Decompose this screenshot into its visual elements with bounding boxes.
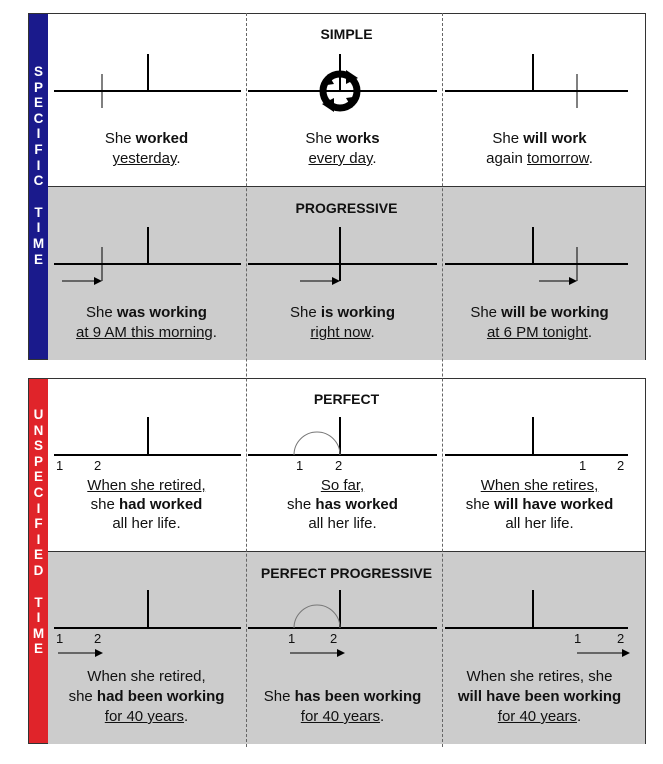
label-2: 2 <box>94 631 102 646</box>
simple-past-caption: She worked yesterday. <box>104 130 189 167</box>
sidebar-letter: D <box>33 562 44 578</box>
sidebar-letter: S <box>33 64 43 79</box>
sidebar-letter: E <box>33 641 43 657</box>
column-divider-left <box>246 13 247 747</box>
sidebar-letter: P <box>33 453 43 469</box>
sidebar-letter: I <box>36 500 41 516</box>
sidebar-letter: E <box>33 469 43 485</box>
perfect-progressive-future-cell: 1 2 When she retires, she will have been… <box>443 552 636 744</box>
perfect-past-cell: 1 2 When she retired, she had worked all… <box>50 379 243 551</box>
perfect-present-caption: So far, she has worked all her life. <box>287 477 398 532</box>
perfect-progressive-present-timeline <box>248 590 437 657</box>
sidebar-letter: M <box>32 235 45 251</box>
label-1: 1 <box>296 458 304 473</box>
progressive-present-caption: She is working right now. <box>289 304 396 341</box>
label-2: 2 <box>335 458 343 473</box>
sidebar-letter: I <box>36 126 41 142</box>
simple-past-timeline <box>54 54 241 108</box>
perfect-present-cell: 1 2 So far, she has worked all her life. <box>246 379 439 551</box>
perfect-progressive-future-caption: When she retires, she will have been wor… <box>457 668 622 725</box>
sidebar-letter: U <box>33 407 44 422</box>
perfect-past-timeline <box>54 417 241 456</box>
column-divider-right <box>442 13 443 747</box>
sidebar-letter: F <box>34 141 43 157</box>
perfect-progressive-past-caption: When she retired, she had been working f… <box>68 668 225 725</box>
progressive-title: PROGRESSIVE <box>295 200 398 216</box>
sidebar-letter: P <box>33 79 43 95</box>
perfect-progressive-row: PERFECT PROGRESSIVE 1 2 When she retired… <box>48 551 645 744</box>
label-2: 2 <box>617 631 625 646</box>
simple-title: SIMPLE <box>320 26 373 42</box>
simple-future-timeline <box>445 54 628 108</box>
perfect-future-caption: When she retires, she will have worked a… <box>465 477 614 532</box>
sidebar-letter: I <box>36 220 41 236</box>
perfect-progressive-future-timeline <box>445 590 630 657</box>
perfect-future-timeline <box>445 417 628 456</box>
label-1: 1 <box>56 631 64 646</box>
progressive-past-cell: She was working at 9 AM this morning. <box>50 187 243 360</box>
perfect-progressive-title: PERFECT PROGRESSIVE <box>260 565 433 581</box>
progressive-future-timeline <box>445 227 628 285</box>
perfect-title: PERFECT <box>313 391 380 407</box>
sidebar-letter: F <box>34 516 43 532</box>
sidebar-letter: E <box>33 95 43 111</box>
perfect-progressive-present-cell: 1 2 She has been working for 40 years. <box>246 552 439 744</box>
sidebar-letter: M <box>32 625 45 641</box>
simple-present-caption: She works every day. <box>305 130 380 167</box>
label-2: 2 <box>617 458 625 473</box>
sidebar-letter: C <box>33 173 44 189</box>
simple-present-cell: She works every day. <box>246 14 439 186</box>
sidebar-letter: N <box>33 422 44 438</box>
label-2: 2 <box>330 631 338 646</box>
perfect-present-timeline <box>248 417 437 456</box>
progressive-present-cell: She is working right now. <box>246 187 439 360</box>
sidebar-letter: I <box>36 610 41 626</box>
perfect-row: PERFECT 1 2 When she retired, she had wo… <box>48 379 645 551</box>
sidebar-letter: I <box>36 157 41 173</box>
perfect-past-caption: When she retired, she had worked all her… <box>87 477 206 532</box>
sidebar-letter: T <box>34 594 43 610</box>
label-2: 2 <box>94 458 102 473</box>
perfect-progressive-past-timeline <box>54 590 241 657</box>
simple-past-cell: She worked yesterday. <box>50 14 243 186</box>
progressive-row: PROGRESSIVE She was working at 9 AM this… <box>48 186 645 360</box>
progressive-future-cell: She will be working at 6 PM tonight. <box>443 187 636 360</box>
sidebar-letter: E <box>33 547 43 563</box>
sidebar-letter: I <box>36 531 41 547</box>
simple-future-caption: She will work again tomorrow. <box>486 130 593 167</box>
sidebar-letter: C <box>33 484 44 500</box>
progressive-present-timeline <box>248 227 437 285</box>
perfect-future-cell: 1 2 When she retires, she will have work… <box>443 379 636 551</box>
progressive-past-caption: She was working at 9 AM this morning. <box>76 304 217 341</box>
sidebar-letter: C <box>33 110 44 126</box>
progressive-past-timeline <box>54 227 241 285</box>
progressive-future-caption: She will be working at 6 PM tonight. <box>470 304 609 341</box>
perfect-progressive-present-caption: She has been working for 40 years. <box>263 688 422 725</box>
perfect-progressive-past-cell: 1 2 When she retired, she had been worki… <box>50 552 243 744</box>
label-1: 1 <box>574 631 582 646</box>
sidebar-letter: E <box>33 251 43 267</box>
sidebar-letter: T <box>34 204 43 220</box>
sidebar-letter: S <box>33 438 43 454</box>
simple-present-timeline <box>248 54 437 112</box>
label-1: 1 <box>288 631 296 646</box>
simple-row: SIMPLE She worked yesterday. <box>48 14 645 186</box>
simple-future-cell: She will work again tomorrow. <box>443 14 636 186</box>
label-1: 1 <box>579 458 587 473</box>
label-1: 1 <box>56 458 64 473</box>
